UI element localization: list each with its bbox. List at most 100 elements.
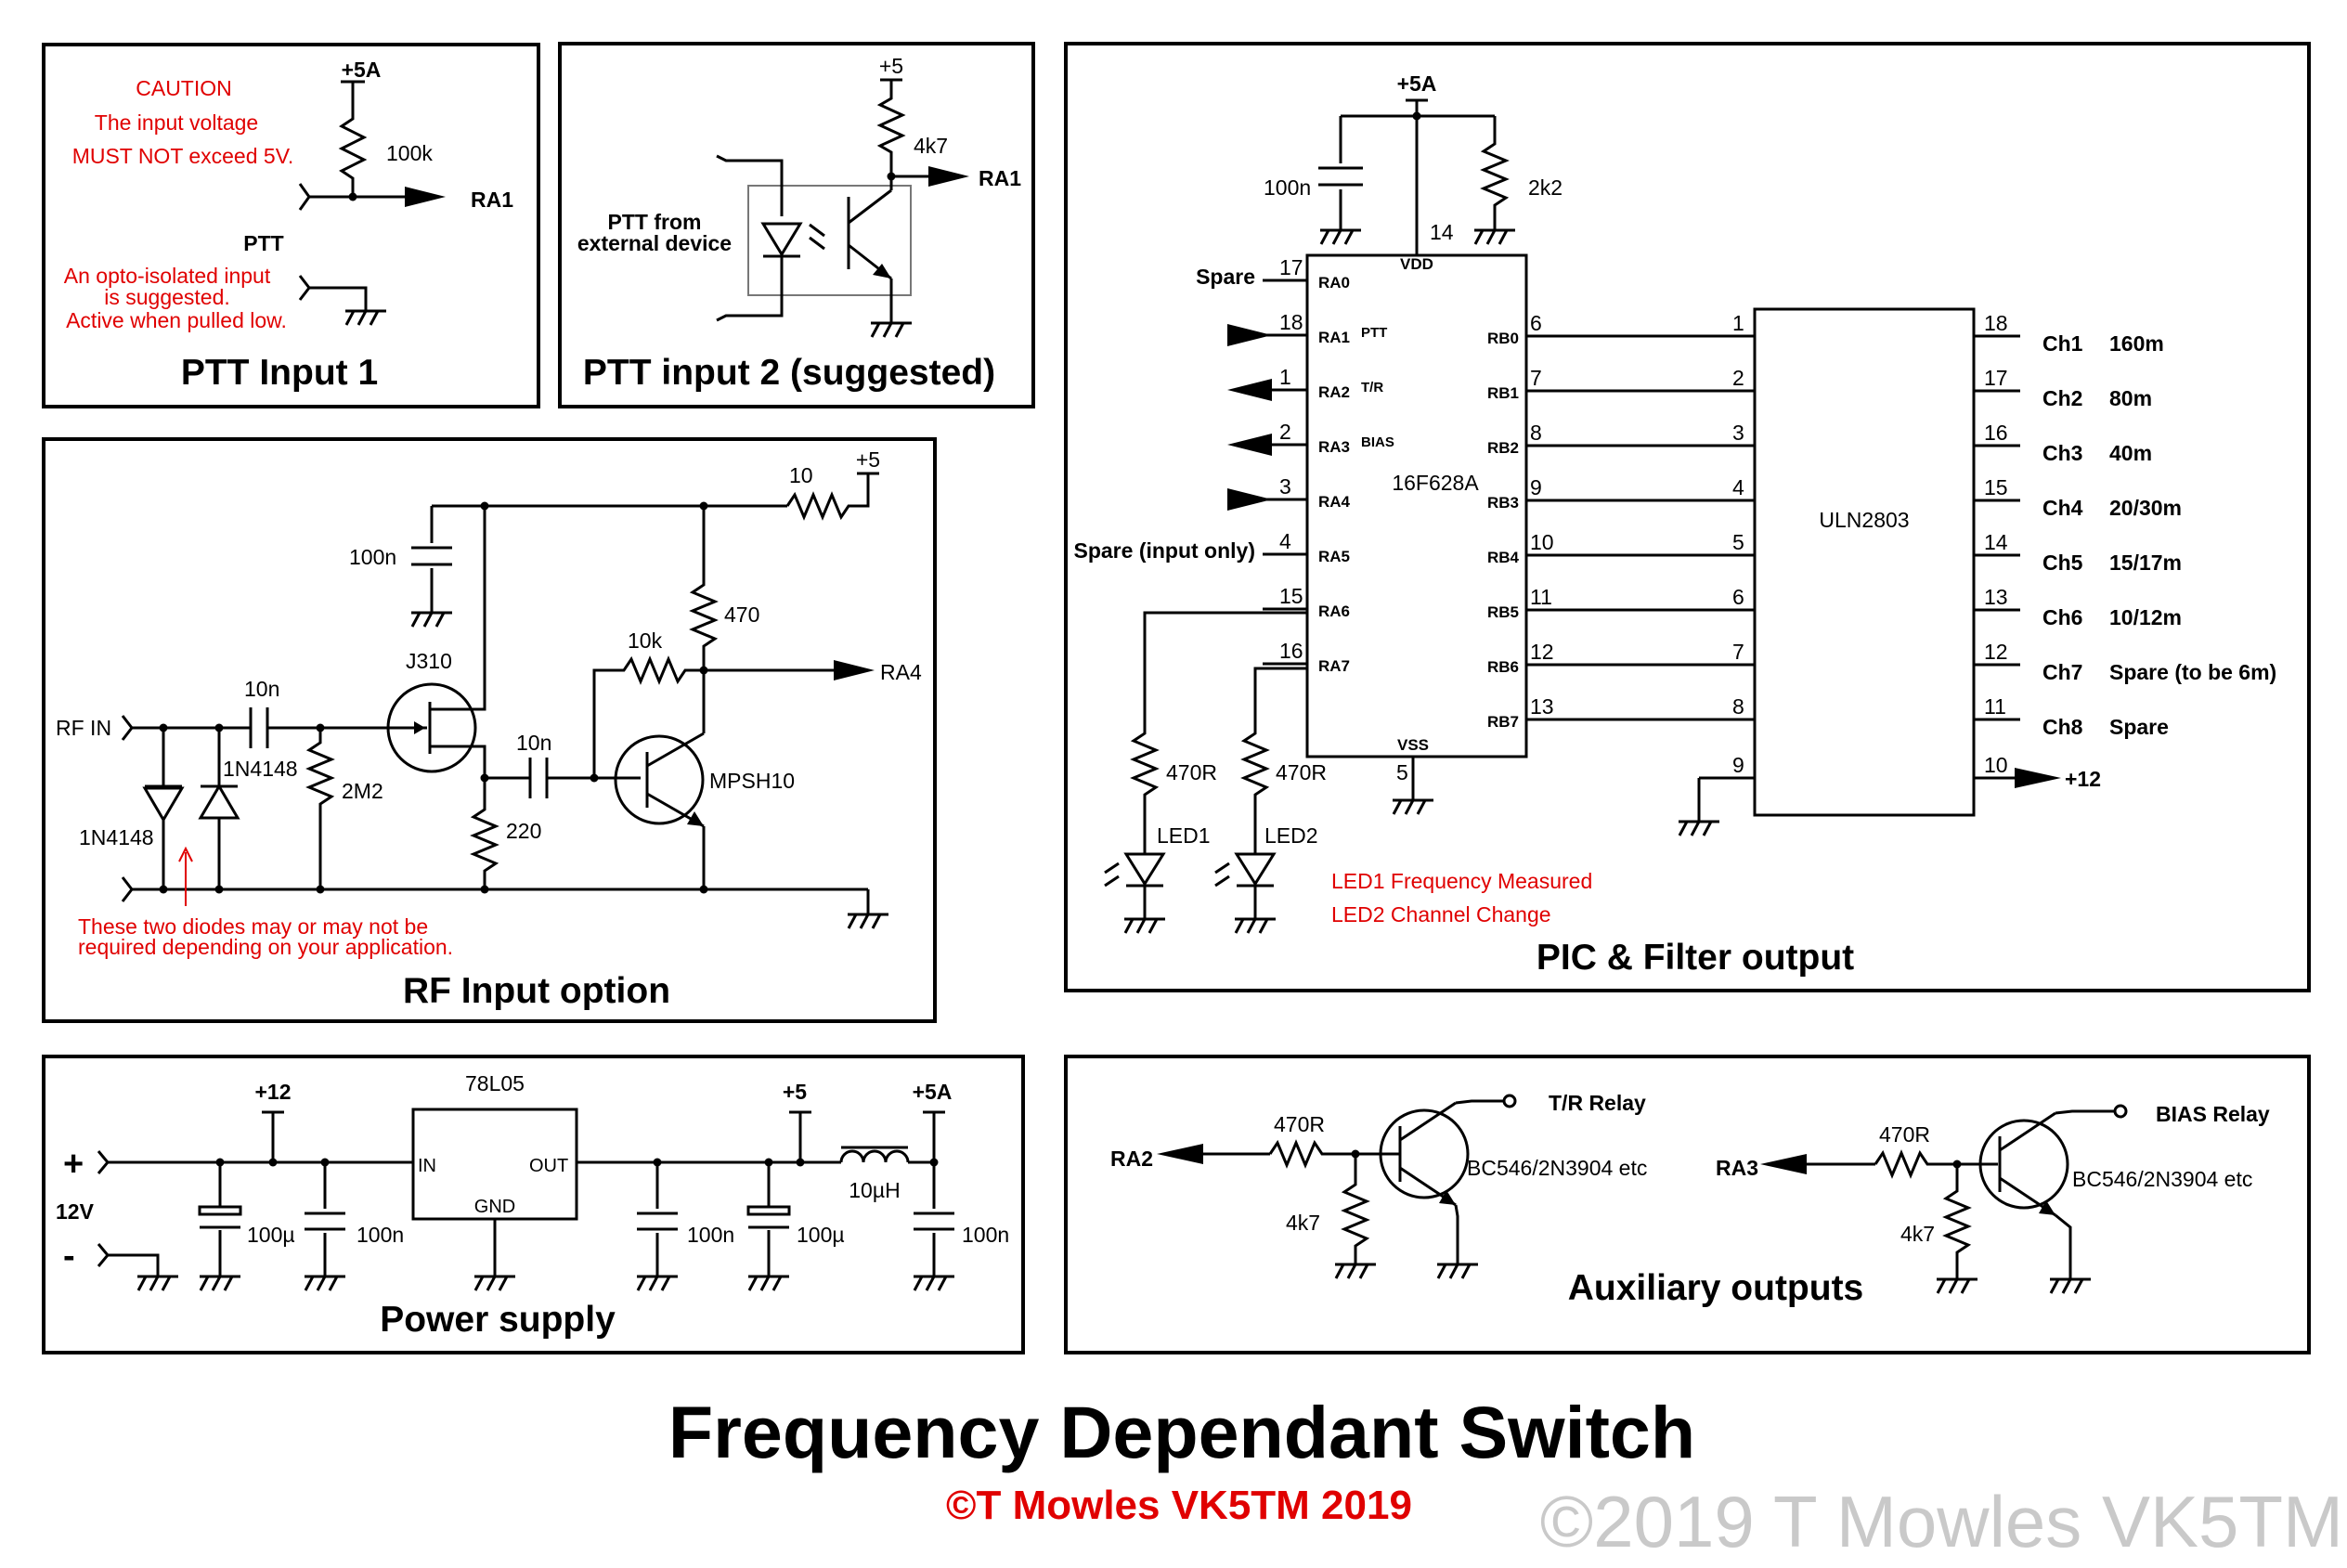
ra6-led-wire [1143,611,1307,729]
pin-external-label: Spare [1196,265,1255,289]
pin-number: 16 [1279,639,1303,663]
vss-label: VSS [1397,736,1429,754]
resistor-10 [785,473,870,521]
rf-gnd-terminal [121,876,134,902]
opto-led [760,222,803,257]
pin-number: 11 [1530,585,1552,609]
pic-16f628a [1305,253,1528,758]
voltage-label: 12V [56,1199,95,1224]
aux-right-transistor-label: BC546/2N3904 etc [2072,1167,2252,1191]
rail5-label: +5 [783,1080,807,1104]
aux-left-transistor-label: BC546/2N3904 etc [1467,1156,1647,1180]
pin-number: 7 [1530,366,1542,390]
driver-input-pin: 4 [1732,475,1744,499]
resistor-100k [338,80,368,197]
ground-symbol [1234,917,1276,934]
aux-left-base-resistor [1268,1139,1400,1169]
driver-output-pin: 14 [1984,530,2008,554]
led-cathode-lead [716,256,784,322]
ground-symbol [1936,1277,1977,1294]
channel-band: Spare (to be 6m) [2109,660,2276,684]
note-line-2: required depending on your application. [78,935,453,959]
channel-name: Ch5 [2042,551,2083,575]
output-arrow [405,187,446,207]
inductor-label: 10µH [849,1178,900,1202]
c5-label: 100n [962,1223,1009,1247]
pin-name: RA6 [1318,603,1350,620]
aux-left-relay-terminal [1502,1094,1517,1108]
ra1-output-label: RA1 [979,166,1021,190]
note-arrow [178,846,193,862]
watermark: ©2019 T Mowles VK5TM [1540,1481,2343,1562]
aux-right-base-resistor [1874,1149,1998,1179]
channel-band: 10/12m [2109,605,2182,629]
driver-output-pin: 17 [1984,366,2008,390]
channel-band: 160m [2109,331,2164,356]
panel-caption: Power supply [380,1300,616,1340]
panel-caption: Auxiliary outputs [1568,1268,1864,1308]
panel-border [42,437,937,1023]
led2 [1234,852,1277,887]
resistor-470r-led1 [1130,729,1160,854]
ra1-output-label: RA1 [471,188,513,212]
reg-out-label: OUT [529,1156,568,1176]
pin-name: RA7 [1318,657,1350,675]
page-title: Frequency Dependant Switch [668,1391,1695,1473]
output-arrow [928,166,969,187]
rail12-label: +12 [254,1080,291,1104]
c3-label: 100n [687,1223,734,1247]
resistor-2k2 [1480,116,1510,230]
panel-border [42,43,540,408]
panel-border [558,42,1035,408]
reg-gnd-label: GND [474,1197,515,1217]
panel-border [1064,1055,2311,1354]
rf-in-terminal [121,715,134,741]
ground-symbol [2049,1277,2091,1294]
aux-left-rpd-label: 4k7 [1286,1211,1320,1235]
pin-name: RB2 [1487,439,1519,457]
channel-name: Ch3 [2042,441,2082,465]
panel-caption: PTT Input 1 [181,353,378,393]
cap-label: 100n [1264,175,1311,200]
led1-label: LED1 [1157,823,1211,848]
panel-caption: RF Input option [403,971,670,1011]
inductor-10uh [839,1149,910,1163]
aux-right-rbase-label: 470R [1879,1122,1930,1147]
pin-name: RB1 [1487,384,1519,402]
pin-number: 3 [1279,474,1291,499]
cap-coupling-label: 10n [516,731,551,755]
cap-input-label: 10n [244,677,279,701]
channel-band: 80m [2109,386,2152,410]
driver-name: ULN2803 [1819,508,1909,532]
ptt-note-3: Active when pulled low. [66,308,287,332]
ground-symbol [1334,1263,1376,1279]
caution-line-1: CAUTION [136,76,232,100]
ra7-led-wire [1253,667,1307,729]
channel-name: Ch8 [2042,715,2083,739]
r470-label: 470 [724,603,759,627]
aux-left-arrow [1157,1144,1203,1164]
com-arrow [2015,768,2061,788]
r10k-label: 10k [628,628,663,653]
pin-external-label: Spare (input only) [1074,538,1256,563]
reg-in-label: IN [418,1156,436,1176]
pin-function-tag: BIAS [1361,434,1394,450]
ptt-note-2: is suggested. [104,285,230,309]
pin-name: RB6 [1487,658,1519,676]
driver-input-pin: 6 [1732,585,1744,609]
pin-number: 17 [1279,255,1303,279]
optocoupler-outline [747,185,912,296]
rail5a-label: +5A [913,1080,953,1104]
